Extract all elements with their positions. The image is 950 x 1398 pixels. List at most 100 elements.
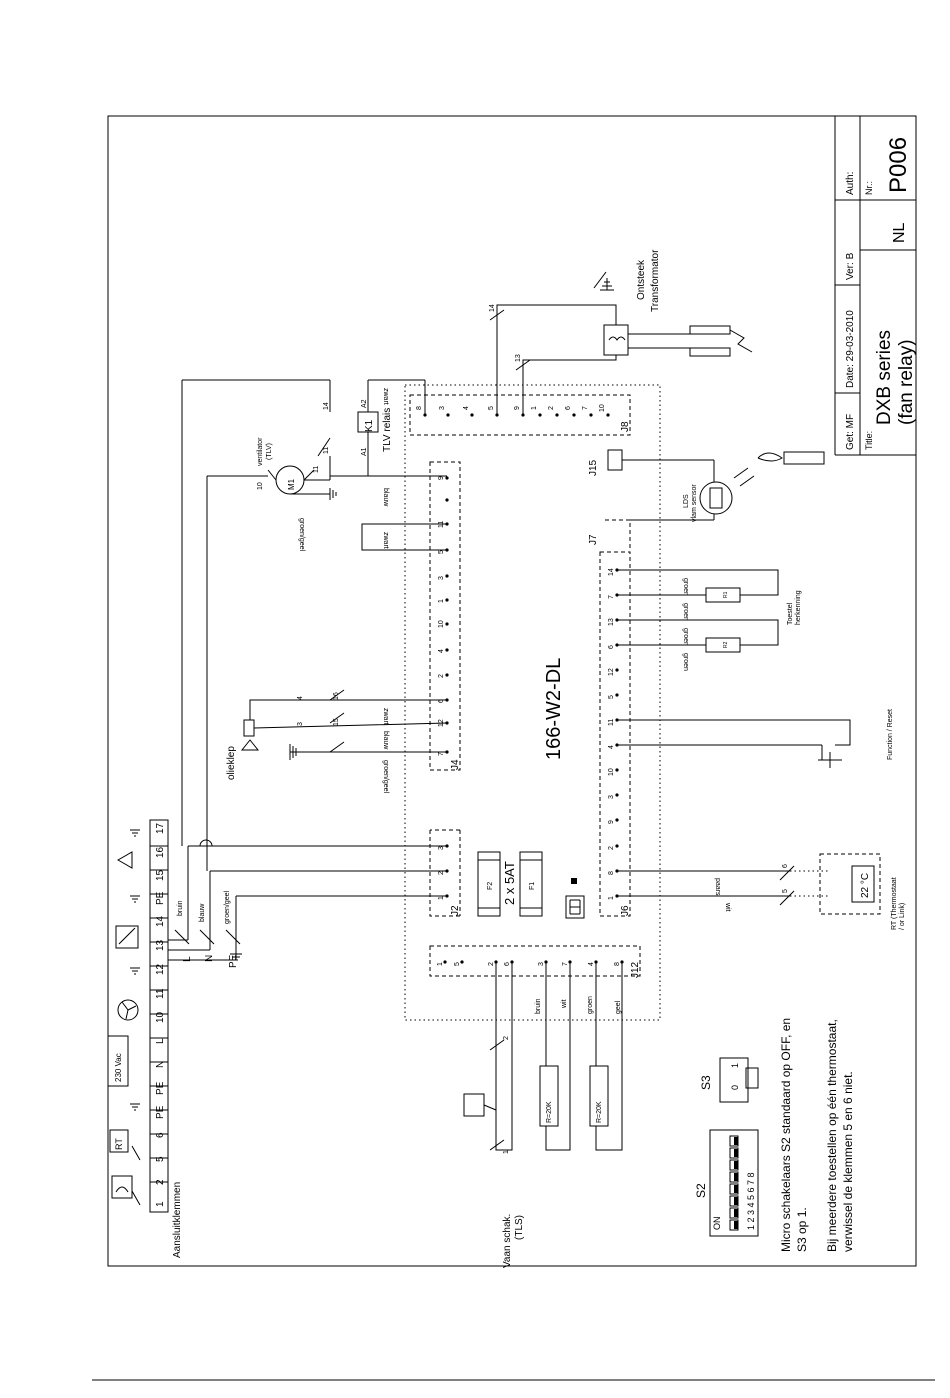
- svg-text:4: 4: [297, 696, 304, 700]
- svg-text:N: N: [204, 955, 215, 962]
- svg-text:wit: wit: [724, 902, 731, 912]
- svg-text:LDS: LDS: [683, 494, 690, 508]
- svg-text:vlam sensor: vlam sensor: [691, 484, 698, 522]
- svg-text:TLV relais: TLV relais: [382, 408, 393, 452]
- svg-text:groen: groen: [682, 653, 689, 671]
- svg-text:5: 5: [438, 550, 445, 554]
- title-line1: DXB series: [874, 330, 895, 425]
- mains-wires: L N PE bruin blauw groen/geel: [168, 379, 447, 968]
- svg-text:14: 14: [608, 568, 615, 576]
- svg-text:10: 10: [608, 768, 615, 776]
- title-block: Get: MF Date: 29-03-2010 Ver: B Auth: Ti…: [834, 116, 917, 456]
- title-lang: NL: [891, 222, 908, 243]
- voltage-label: 230 Vac: [114, 1053, 123, 1082]
- title-date: Date: 29-03-2010: [845, 310, 856, 388]
- svg-text:4: 4: [608, 745, 615, 749]
- fuse-block: F2 F1 2 x 5AT: [477, 851, 543, 917]
- svg-text:16: 16: [333, 692, 340, 700]
- svg-text:zwart: zwart: [382, 532, 389, 549]
- svg-text:5: 5: [454, 962, 461, 966]
- connector-j8: 8 3 4 5 9 1 2 6 7 10 J8: [409, 394, 631, 436]
- svg-text:groen: groen: [682, 628, 689, 646]
- svg-text:4: 4: [463, 406, 470, 410]
- svg-text:9: 9: [438, 476, 445, 480]
- svg-text:2: 2: [438, 674, 445, 678]
- svg-text:4: 4: [438, 649, 445, 653]
- svg-text:blauw: blauw: [382, 731, 389, 750]
- svg-text:2: 2: [488, 962, 495, 966]
- svg-text:10: 10: [257, 482, 264, 490]
- svg-text:1: 1: [531, 406, 538, 410]
- svg-text:2: 2: [503, 1036, 510, 1040]
- svg-text:5: 5: [488, 406, 495, 410]
- svg-text:A1: A1: [361, 447, 368, 456]
- fuse-f2: F2: [487, 882, 494, 890]
- connector-j2: 1 2 3 J2: [429, 829, 461, 917]
- svg-text:J15: J15: [588, 459, 599, 476]
- svg-text:10: 10: [155, 1011, 166, 1023]
- svg-text:14: 14: [323, 402, 330, 410]
- title-nr-label: Nr.:: [864, 181, 874, 195]
- svg-text:6: 6: [155, 1132, 166, 1138]
- svg-text:12: 12: [155, 963, 166, 975]
- terminals-caption: Aansluitklemmen: [172, 1182, 183, 1258]
- svg-text:12: 12: [608, 668, 615, 676]
- ignition-transformer: Ontsteek Transformator 14 13: [489, 249, 753, 415]
- svg-text:paars: paars: [714, 878, 721, 896]
- svg-text:wit: wit: [561, 999, 568, 1009]
- svg-text:3: 3: [608, 795, 615, 799]
- svg-text:Vaan schak.: Vaan schak.: [502, 1214, 513, 1268]
- svg-text:1: 1: [438, 599, 445, 603]
- svg-text:R2: R2: [723, 641, 729, 648]
- fuse-rating: 2 x 5AT: [502, 861, 517, 905]
- svg-text:S2: S2: [694, 1183, 708, 1198]
- svg-text:ON: ON: [712, 1217, 722, 1231]
- svg-text:13: 13: [155, 939, 166, 951]
- board-name: 166-W2-DL: [543, 658, 565, 760]
- oil-valve: olieklep 4 3 16 15 zwart blauw groen/gee…: [226, 689, 448, 794]
- svg-text:6: 6: [504, 962, 511, 966]
- svg-text:PE: PE: [228, 954, 239, 968]
- connector-j6: 1 8 2 9 3 10 4 11 5 12 6 13 7 14 J6: [599, 551, 631, 917]
- function-reset: Function / Reset: [617, 709, 894, 768]
- svg-text:herkenning: herkenning: [795, 590, 802, 625]
- svg-text:10: 10: [599, 404, 606, 412]
- j4-bridge: zwart: [361, 523, 447, 551]
- svg-text:1: 1: [730, 1063, 740, 1068]
- drawing-frame: [107, 115, 917, 1267]
- svg-text:groen/geel: groen/geel: [298, 518, 305, 552]
- room-thermostat: 6 5 paars wit 22 °C RT (Thermostaat / or…: [617, 853, 906, 930]
- svg-text:A2: A2: [361, 399, 368, 408]
- svg-text:3: 3: [297, 722, 304, 726]
- j2-label: J2: [450, 905, 461, 916]
- svg-text:13: 13: [515, 354, 522, 362]
- svg-text:15: 15: [155, 869, 166, 881]
- device-recognition: R1 R2 Toestel herkenning groen groen gro…: [617, 569, 802, 671]
- svg-text:3: 3: [438, 846, 445, 850]
- dip-switch-s3[interactable]: 0 1 S3: [699, 1057, 759, 1103]
- dip-switch-s2[interactable]: ON 1 2 3 4 5 6 7 8 S2: [694, 1129, 759, 1237]
- svg-text:16: 16: [155, 846, 166, 858]
- svg-text:L: L: [182, 956, 193, 962]
- svg-text:11: 11: [323, 447, 330, 454]
- svg-text:14: 14: [489, 304, 496, 312]
- svg-text:Micro schakelaars S2 standaard: Micro schakelaars S2 standaard op OFF, e…: [779, 1018, 793, 1252]
- svg-text:1: 1: [155, 1201, 166, 1207]
- svg-text:17: 17: [155, 822, 166, 834]
- svg-text:9: 9: [514, 406, 521, 410]
- svg-text:Transformator: Transformator: [650, 249, 661, 312]
- j6-label: J6: [620, 905, 631, 916]
- flame-sensor: LDS vlam sensor: [683, 451, 825, 522]
- svg-text:13: 13: [608, 618, 615, 626]
- svg-text:bruin: bruin: [177, 900, 184, 916]
- svg-text:geel: geel: [615, 1000, 622, 1014]
- svg-text:7: 7: [562, 962, 569, 966]
- svg-text:zwart: zwart: [382, 708, 389, 725]
- svg-text:/ or Link): / or Link): [899, 903, 906, 930]
- svg-text:(TLS): (TLS): [514, 1215, 525, 1240]
- title-get: Get: MF: [845, 414, 856, 450]
- svg-text:K1: K1: [364, 419, 375, 432]
- j4-label: J4: [450, 759, 461, 770]
- svg-text:11: 11: [608, 719, 615, 726]
- seven-segment-display: [565, 878, 585, 919]
